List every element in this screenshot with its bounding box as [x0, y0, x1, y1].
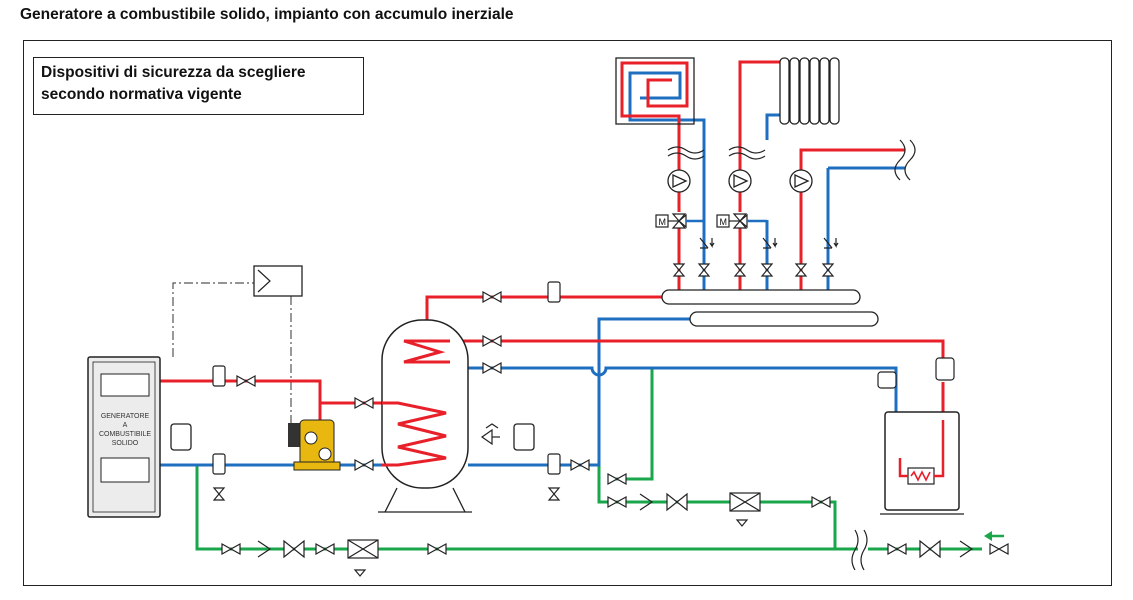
check-valves [699, 237, 839, 249]
generator-label-line1: GENERATORE [101, 413, 150, 420]
floor-heating-coil [615, 57, 695, 125]
control-unit [253, 265, 303, 297]
riser-valves [672, 263, 835, 277]
motor-labels: M M [659, 217, 728, 227]
ball-valve-top-right [877, 357, 955, 389]
expansion-vessels [170, 423, 535, 451]
safety-note-line-2: secondo normativa vigente [41, 86, 242, 103]
motor-label-1: M [659, 217, 667, 227]
generator-label: GENERATORE A COMBUSTIBILE SOLIDO [99, 413, 151, 447]
heat-exchanger-unit [880, 411, 964, 515]
safety-note-box: Dispositivi di sicurezza da scegliere se… [33, 57, 364, 115]
manifolds [661, 289, 879, 327]
solid-fuel-generator [87, 356, 161, 518]
tank-lower-coil [382, 401, 447, 467]
tank-upper-coil [403, 339, 450, 364]
generator-label-line2: A [123, 422, 128, 429]
generator-label-line4: SOLIDO [112, 440, 139, 447]
three-way-valves [668, 213, 767, 229]
ball-valves [221, 290, 1009, 556]
generator-label-line3: COMBUSTIBILE [99, 431, 151, 438]
safety-valve [480, 423, 500, 446]
inflow-arrow [984, 531, 1004, 541]
diagram-frame [23, 40, 1112, 586]
control-lines [172, 282, 292, 423]
safety-note-line-1: Dispositivi di sicurezza da scegliere [41, 64, 306, 81]
motor-label-2: M [720, 217, 728, 227]
valve-actuators [655, 214, 730, 228]
pipe-break-marks [667, 139, 916, 571]
return-lines [158, 71, 905, 467]
radiator [779, 57, 840, 125]
mixing-group [288, 419, 341, 471]
green-check-valves [257, 493, 974, 558]
page-title: Generatore a combustibile solido, impian… [20, 6, 514, 23]
pressure-reducers [283, 492, 941, 559]
air-vents [212, 281, 561, 475]
drain-valves [212, 487, 749, 577]
